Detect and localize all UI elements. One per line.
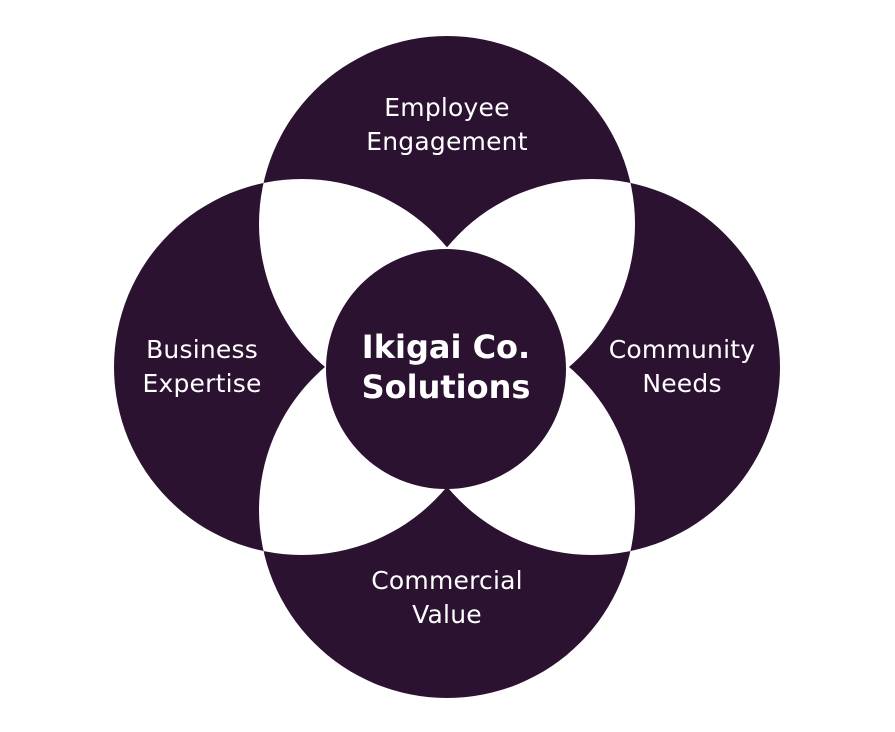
label-right-petal: Community Needs xyxy=(608,335,756,398)
label-left-petal: Business Expertise xyxy=(142,335,262,398)
center-title: Ikigai Co. Solutions xyxy=(361,328,531,406)
center-circle xyxy=(326,249,566,489)
label-bottom-petal: Commercial Value xyxy=(371,566,523,629)
label-top-petal: Employee Engagement xyxy=(366,93,528,156)
